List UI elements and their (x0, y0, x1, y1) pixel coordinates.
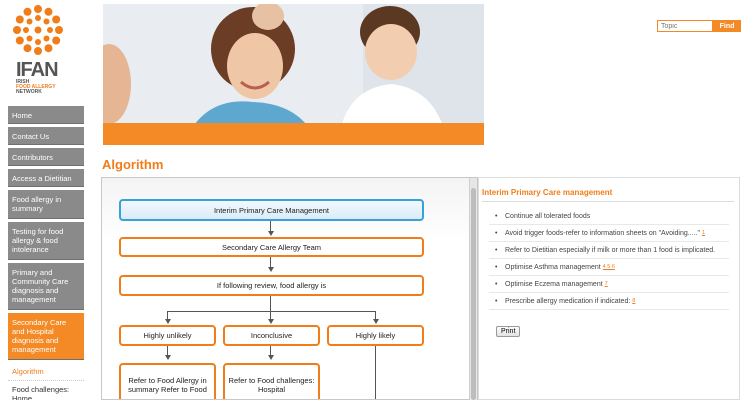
reference-link[interactable]: 8 (632, 298, 636, 304)
list-item-text: Optimise Eczema management (505, 281, 603, 288)
scrollbar-thumb[interactable] (471, 188, 476, 400)
info-list: Continue all tolerated foods Avoid trigg… (489, 208, 729, 310)
flow-arrow-icon (165, 355, 171, 360)
hero-orange-stripe (103, 123, 484, 145)
hero-banner-image (103, 4, 484, 145)
logo-subtitle-food-allergy: FOOD ALLERGY (16, 84, 56, 90)
flowchart-scrollbar[interactable] (469, 178, 477, 400)
flow-box-refer-food-challenges-hospital[interactable]: Refer to Food challenges: Hospital (223, 363, 320, 399)
flow-connector (270, 257, 271, 269)
sidebar-subitem-food-challenges-home[interactable]: Food challenges: Home (8, 381, 84, 400)
flow-box-highly-unlikely[interactable]: Highly unlikely (119, 325, 216, 346)
flow-connector (167, 311, 168, 321)
list-item-text: Optimise Asthma management (505, 264, 601, 271)
list-item-text: Continue all tolerated foods (505, 213, 591, 220)
sidebar-item-primary-care[interactable]: Primary and Community Care diagnosis and… (8, 263, 84, 310)
page-title: Algorithm (102, 157, 164, 172)
logo-subtitle-network: NETWORK (16, 89, 42, 95)
sidebar-item-home[interactable]: Home (8, 106, 84, 124)
flow-arrow-icon (268, 355, 274, 360)
sidebar-item-testing[interactable]: Testing for food allergy & food intolera… (8, 222, 84, 260)
list-item-text: Avoid trigger foods-refer to information… (505, 230, 700, 237)
flow-arrow-icon (165, 319, 171, 324)
list-item: Continue all tolerated foods (489, 208, 729, 225)
flow-connector (375, 346, 376, 399)
flow-connector (167, 346, 168, 357)
reference-link[interactable]: 1 (701, 230, 705, 236)
list-item: Prescribe allergy medication if indicate… (489, 293, 729, 310)
list-item: Optimise Eczema management 7 (489, 276, 729, 293)
flow-box-secondary-care-team[interactable]: Secondary Care Allergy Team (119, 237, 424, 257)
print-button[interactable]: Print (496, 326, 521, 337)
flow-box-inconclusive[interactable]: Inconclusive (223, 325, 320, 346)
ifan-logo[interactable]: IFAN IRISH FOOD ALLERGY NETWORK (10, 2, 70, 98)
search-box: Find (657, 20, 741, 32)
sidebar-item-secondary-care[interactable]: Secondary Care and Hospital diagnosis an… (8, 313, 84, 360)
list-item-text: Refer to Dietitian especially if milk or… (505, 247, 716, 254)
flow-box-interim-primary-care[interactable]: Interim Primary Care Management (119, 199, 424, 221)
logo-mark-icon (13, 5, 63, 55)
reference-link[interactable]: 7 (604, 281, 608, 287)
logo-subtitle-irish: IRISH (16, 79, 30, 85)
list-item: Avoid trigger foods-refer to information… (489, 225, 729, 242)
info-panel-title: Interim Primary Care management (482, 188, 734, 202)
list-item-text: Prescribe allergy medication if indicate… (505, 298, 631, 305)
sidebar-item-access-dietitian[interactable]: Access a Dietitian (8, 169, 84, 187)
flow-connector (270, 296, 271, 311)
list-item: Refer to Dietitian especially if milk or… (489, 242, 729, 259)
reference-link[interactable]: 4 5 6 (602, 264, 615, 270)
sidebar-item-food-allergy-summary[interactable]: Food allergy in summary (8, 190, 84, 219)
sidebar-item-contact-us[interactable]: Contact Us (8, 127, 84, 145)
flow-arrow-icon (268, 231, 274, 236)
search-input[interactable] (657, 20, 713, 32)
flow-connector (270, 311, 271, 321)
flow-box-highly-likely[interactable]: Highly likely (327, 325, 424, 346)
flow-box-following-review[interactable]: If following review, food allergy is (119, 275, 424, 296)
flow-arrow-icon (268, 319, 274, 324)
find-button[interactable]: Find (713, 20, 741, 32)
sidebar-subitem-algorithm[interactable]: Algorithm (8, 363, 84, 381)
flow-box-refer-food-allergy-summary[interactable]: Refer to Food Allergy in summary Refer t… (119, 363, 216, 399)
sidebar-item-contributors[interactable]: Contributors (8, 148, 84, 166)
flow-connector (375, 311, 376, 321)
flow-connector (167, 311, 375, 312)
interim-management-panel: Interim Primary Care management Continue… (478, 177, 740, 400)
flow-connector (270, 221, 271, 233)
flow-arrow-icon (268, 267, 274, 272)
list-item: Optimise Asthma management 4 5 6 (489, 259, 729, 276)
sidebar-nav: Home Contact Us Contributors Access a Di… (8, 106, 84, 400)
algorithm-flowchart: Interim Primary Care Management Secondar… (101, 177, 478, 400)
flow-connector (270, 346, 271, 357)
flow-arrow-icon (373, 319, 379, 324)
logo-title: IFAN (16, 59, 59, 81)
